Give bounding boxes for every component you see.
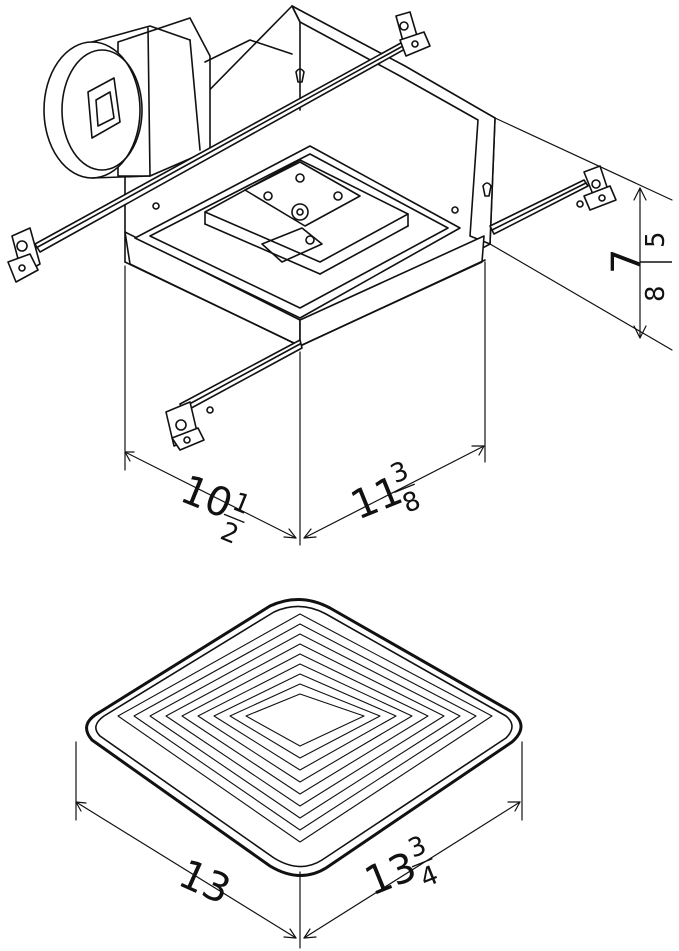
grille-louvers: [117, 613, 493, 843]
bracket-top-right: [395, 11, 431, 57]
damper-flap: [87, 77, 121, 139]
grille-dimension-lines: [75, 741, 523, 949]
grille-width-denominator: 4: [416, 860, 443, 894]
bracket-right: [576, 165, 617, 211]
width-dimension-label: 11 3 8: [345, 456, 425, 529]
grille-depth-dimension-line: [75, 801, 297, 939]
grille-width-dimension-line: [303, 801, 521, 939]
mounting-bar-upper: [7, 11, 431, 283]
motor-plate: [204, 159, 409, 275]
height-numerator: 5: [641, 231, 671, 248]
width-denominator: 8: [398, 486, 425, 520]
fan-housing: [124, 5, 496, 347]
grille: [85, 597, 523, 877]
grille-depth-whole: 13: [172, 851, 237, 914]
height-denominator: 8: [641, 285, 671, 302]
width-dimension-line: [303, 445, 485, 539]
housing-side-panel: [291, 5, 496, 245]
depth-dimension-label: 10 1 2: [174, 467, 254, 551]
mounting-bar-lower: [165, 165, 617, 451]
height-dimension-label: 7: [604, 249, 650, 274]
housing-dimension-lines: [124, 117, 673, 546]
bracket-left: [7, 227, 41, 283]
bracket-bottom-left: [165, 401, 214, 451]
grille-depth-label: 13: [172, 851, 237, 914]
height-whole: 7: [604, 249, 650, 274]
depth-dimension-line: [124, 451, 297, 539]
grille-width-label: 13 3 4: [359, 830, 443, 905]
